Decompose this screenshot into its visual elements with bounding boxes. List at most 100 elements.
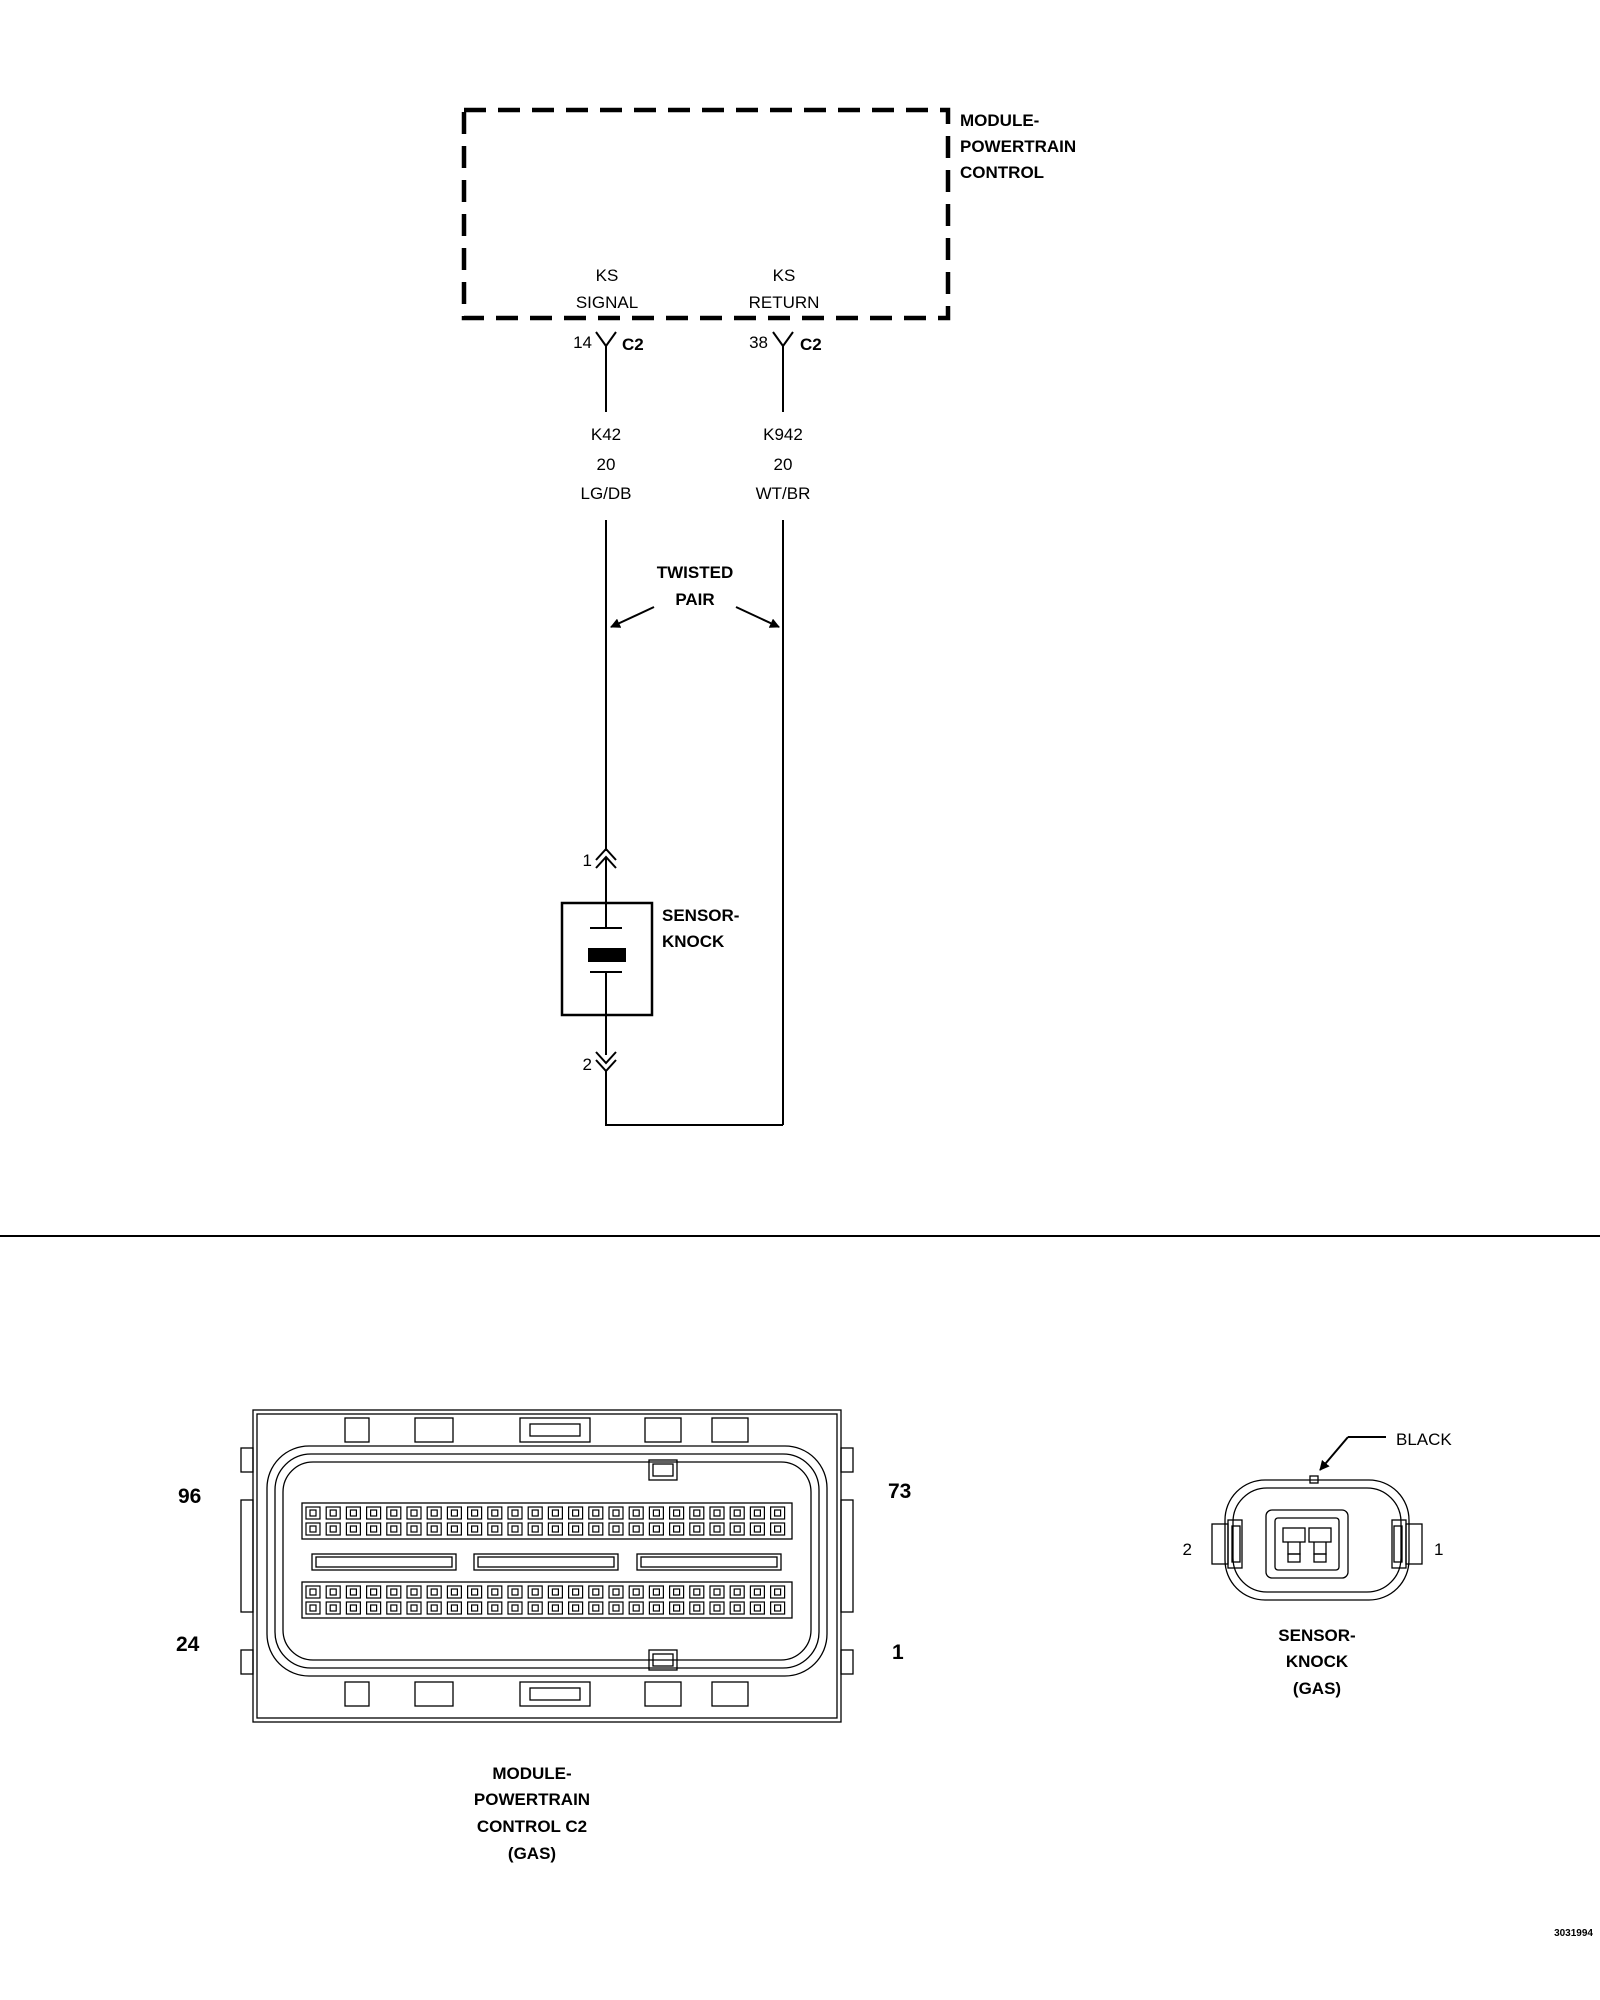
pcm-pin-terminal xyxy=(511,1604,519,1612)
pcm-pin-terminal xyxy=(370,1604,378,1612)
pcm-corner-label-24: 24 xyxy=(176,1633,200,1656)
sensor-connector-label-line-1: SENSOR- xyxy=(1278,1626,1355,1645)
sensor-connector-color-label: BLACK xyxy=(1396,1430,1452,1449)
pcm-pin-terminal xyxy=(693,1509,701,1517)
pcm-pin-terminal xyxy=(511,1525,519,1533)
pcm-pin-terminal xyxy=(632,1509,640,1517)
pcm-corner-label-96: 96 xyxy=(178,1485,201,1508)
pcm-pin-terminal xyxy=(733,1525,741,1533)
ks-signal-terminal-symbol xyxy=(595,331,617,348)
pcm-pin-terminal xyxy=(713,1525,721,1533)
pcm-pin-terminal xyxy=(450,1588,458,1596)
ks-signal-label-bottom: SIGNAL xyxy=(576,293,638,312)
pcm-pin-terminal xyxy=(571,1604,580,1612)
pcm-pin-terminal xyxy=(511,1509,519,1517)
pcm-pin-terminal xyxy=(713,1509,721,1517)
pcm-pin-terminal xyxy=(612,1525,620,1533)
pcm-pin-terminal xyxy=(410,1525,418,1533)
twisted-pair-arrow-left xyxy=(610,606,655,628)
sensor-connector-pin-2-label: 2 xyxy=(1183,1540,1192,1559)
pcm-pin-terminal xyxy=(733,1604,741,1612)
sensor-title-line-1: SENSOR- xyxy=(662,906,739,925)
pcm-pin-terminal xyxy=(713,1604,721,1612)
ks-signal-cavity: 14 xyxy=(573,333,592,352)
sensor-connector-label-line-3: (GAS) xyxy=(1293,1679,1341,1698)
pcm-pin-terminal xyxy=(733,1588,741,1596)
pcm-title-line-3: CONTROL xyxy=(960,163,1044,182)
pcm-pin-terminal xyxy=(571,1588,580,1596)
pcm-pin-terminal xyxy=(693,1604,701,1612)
pcm-pin-terminal xyxy=(753,1509,762,1517)
black-callout-arrow xyxy=(1319,1436,1349,1471)
pcm-pin-terminal xyxy=(672,1509,681,1517)
pcm-pin-terminal xyxy=(632,1588,640,1596)
pcm-connector-label-line-3: CONTROL C2 xyxy=(477,1817,587,1836)
pcm-pin-terminal xyxy=(511,1588,519,1596)
pcm-pin-terminal xyxy=(773,1588,782,1596)
pcm-pin-terminal xyxy=(450,1525,458,1533)
pcm-pin-terminal xyxy=(551,1588,560,1596)
pcm-pin-terminal xyxy=(612,1604,620,1612)
pcm-pin-terminal xyxy=(491,1509,499,1517)
pcm-pin-terminal xyxy=(531,1604,539,1612)
pcm-pin-terminal xyxy=(370,1525,378,1533)
wire-sensor-return-loop xyxy=(605,1071,783,1126)
pcm-pin-terminal xyxy=(329,1525,337,1533)
figure-id: 3031994 xyxy=(1554,1928,1593,1939)
pcm-pin-terminal xyxy=(450,1604,458,1612)
wire-k942-color: WT/BR xyxy=(756,484,811,503)
pcm-pin-terminal xyxy=(571,1525,580,1533)
ks-return-label-bottom: RETURN xyxy=(749,293,820,312)
pcm-pin-terminal xyxy=(471,1604,479,1612)
twisted-pair-label-line-2: PAIR xyxy=(675,590,714,609)
pcm-pin-terminal xyxy=(672,1604,681,1612)
pcm-pin-terminal xyxy=(349,1588,357,1596)
pcm-connector-label-line-4: (GAS) xyxy=(508,1844,556,1863)
pcm-pin-terminal xyxy=(329,1604,337,1612)
pcm-title-line-2: POWERTRAIN xyxy=(960,137,1076,156)
pcm-pin-terminal xyxy=(773,1509,782,1517)
pcm-pin-terminal xyxy=(551,1604,560,1612)
pcm-pin-terminal xyxy=(632,1525,640,1533)
ks-return-connector: C2 xyxy=(800,335,822,354)
twisted-pair-arrow-right xyxy=(735,606,780,628)
pcm-pin-terminal xyxy=(571,1509,580,1517)
pcm-corner-label-1: 1 xyxy=(892,1641,904,1664)
pcm-pin-terminal xyxy=(349,1604,357,1612)
wire-k42-gauge: 20 xyxy=(597,455,616,474)
twisted-pair-label-line-1: TWISTED xyxy=(657,563,734,582)
pcm-connector-label-line-1: MODULE- xyxy=(492,1764,571,1783)
ks-return-label-top: KS xyxy=(773,266,796,285)
pcm-title-line-1: MODULE- xyxy=(960,111,1039,130)
pcm-pin-terminal xyxy=(430,1525,438,1533)
ks-signal-connector: C2 xyxy=(622,335,644,354)
ks-return-cavity: 38 xyxy=(749,333,768,352)
pcm-pin-terminal xyxy=(390,1509,398,1517)
pcm-pin-terminal xyxy=(450,1509,458,1517)
pcm-pin-terminal xyxy=(370,1588,378,1596)
pcm-pin-terminal xyxy=(551,1525,560,1533)
pcm-c2-connector-face xyxy=(240,1409,854,1723)
pcm-pin-terminal xyxy=(349,1509,357,1517)
pcm-pin-terminal xyxy=(693,1588,701,1596)
pcm-pin-terminal xyxy=(531,1588,539,1596)
pcm-connector-label-line-2: POWERTRAIN xyxy=(474,1790,590,1809)
pcm-pin-terminal xyxy=(652,1588,661,1596)
pcm-pin-terminal xyxy=(773,1525,782,1533)
knock-sensor-connector-face xyxy=(1211,1475,1423,1601)
pcm-pin-terminal xyxy=(652,1604,661,1612)
pcm-pin-terminal xyxy=(672,1588,681,1596)
wire-k942-gauge: 20 xyxy=(774,455,793,474)
pcm-pin-terminal xyxy=(370,1509,378,1517)
pcm-pin-terminal xyxy=(410,1604,418,1612)
pcm-pin-terminal xyxy=(329,1509,337,1517)
knock-sensor-element xyxy=(588,948,626,962)
pcm-pin-terminal xyxy=(592,1604,600,1612)
pcm-pin-terminal xyxy=(309,1509,317,1517)
pcm-pin-terminal xyxy=(390,1525,398,1533)
pcm-pin-terminal xyxy=(309,1588,317,1596)
pcm-pin-terminal xyxy=(430,1588,438,1596)
pcm-pin-terminal xyxy=(491,1525,499,1533)
pcm-pin-terminal xyxy=(531,1509,539,1517)
pcm-pin-terminal xyxy=(592,1588,600,1596)
